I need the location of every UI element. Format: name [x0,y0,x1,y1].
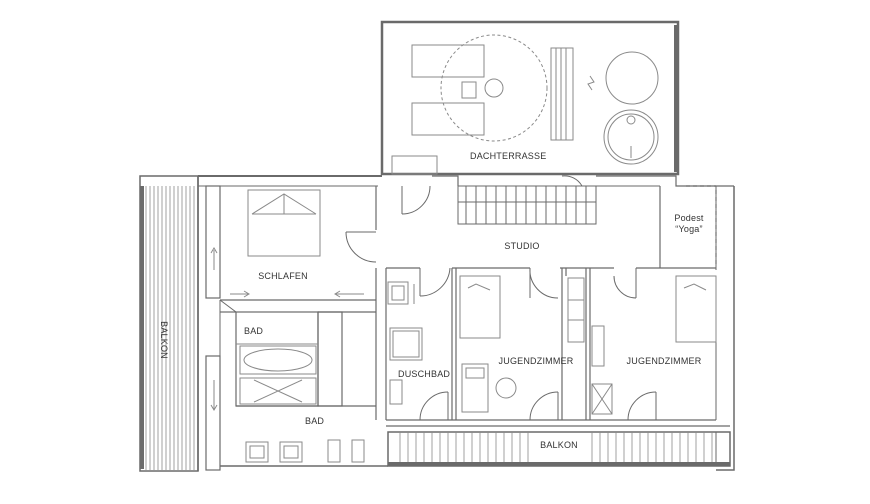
roof-terrace: DACHTERRASSE [380,20,680,176]
parasol-circle [440,34,548,142]
exterior-walls [197,175,735,471]
label-studio: STUDIO [504,241,539,251]
single-bed-1 [459,275,501,339]
sink-1 [245,441,269,463]
shower-tray [239,377,317,405]
wardrobe-divider [567,277,605,367]
sun-lounger-top [411,44,485,78]
interior-walls [220,185,730,427]
label-jugendzimmer-2: JUGENDZIMMER [627,356,702,366]
washbasin [387,281,409,305]
round-table [605,51,659,105]
storage-box [591,383,613,415]
label-duschbad: DUSCHBAD [398,369,450,379]
label-schlafen: SCHLAFEN [258,271,308,281]
label-jugendzimmer-1: JUGENDZIMMER [499,356,574,366]
kids-room-2: JUGENDZIMMER [591,275,717,415]
double-bed [247,189,321,257]
single-bed-2 [675,275,717,343]
label-podest-line2: “Yoga” [675,224,702,234]
staircase [457,185,597,225]
label-bad-upper: BAD [244,326,263,336]
desk-chair-1 [495,377,517,399]
toilet [327,439,341,463]
side-table [461,81,477,99]
bidet [351,439,365,463]
desk-1 [461,363,489,413]
bathtub [239,345,317,375]
sun-lounger-bottom [411,102,485,136]
shower-bathroom: DUSCHBAD [387,281,450,405]
left-balcony: BALKON [139,175,199,472]
bathrooms: BAD BAD [236,326,365,463]
small-stool [484,78,504,98]
label-bad-lower: BAD [305,416,324,426]
wc [389,379,403,405]
doors [219,175,657,421]
label-podest-line1: Podest [674,213,704,223]
label-balkon-bottom: BALKON [540,440,578,450]
bottom-balcony: BALKON [387,431,731,467]
kids-room-1: JUGENDZIMMER [459,275,574,413]
slatted-bench [550,47,595,141]
label-dachterrasse: DACHTERRASSE [470,151,546,161]
bedroom: SCHLAFEN [210,189,364,411]
roof-shaft [391,155,438,175]
label-balkon-left: BALKON [159,321,169,359]
sink-2 [279,441,303,463]
shower [389,327,423,361]
hot-tub [603,109,659,165]
